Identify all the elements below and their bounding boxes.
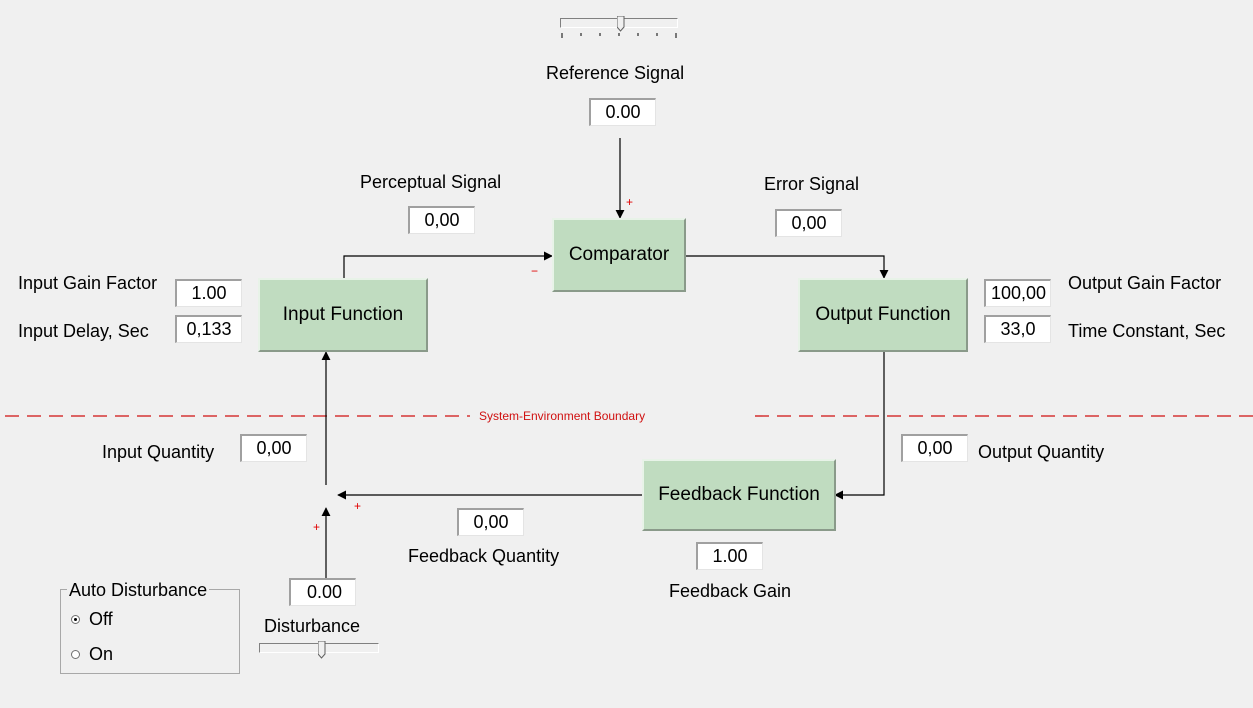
input-quantity-label: Input Quantity <box>102 442 215 462</box>
input-gain-label: Input Gain Factor <box>18 273 158 293</box>
feedback-gain-field[interactable]: 1.00 <box>696 542 763 570</box>
disturbance-field[interactable]: 0.00 <box>289 578 356 606</box>
input-quantity-field: 0,00 <box>240 434 307 462</box>
auto-disturbance-group: Auto Disturbance Off On <box>60 580 240 674</box>
boundary-label: System-Environment Boundary <box>479 409 646 423</box>
error-arrow <box>686 255 889 279</box>
disturbance-plus-sign: + <box>313 520 321 534</box>
radio-on-label: On <box>89 644 114 664</box>
input-function-block[interactable]: Input Function <box>258 278 428 352</box>
input-delay-field[interactable]: 0,133 <box>175 315 242 343</box>
reference-plus-sign: + <box>626 195 634 209</box>
radio-unselected-icon[interactable] <box>71 650 80 659</box>
perceptual-minus-sign: − <box>531 264 539 278</box>
time-constant-field[interactable]: 33,0 <box>984 315 1051 343</box>
output-gain-label: Output Gain Factor <box>1068 273 1222 293</box>
disturbance-slider[interactable] <box>259 641 379 661</box>
error-signal-label: Error Signal <box>764 174 860 194</box>
slider-ticks <box>561 33 677 38</box>
perceptual-signal-label: Perceptual Signal <box>360 172 502 192</box>
comparator-block[interactable]: Comparator <box>552 218 686 292</box>
time-constant-label: Time Constant, Sec <box>1068 321 1226 341</box>
perceptual-arrow <box>343 251 553 278</box>
input-delay-label: Input Delay, Sec <box>18 321 149 341</box>
input-gain-field[interactable]: 1.00 <box>175 279 242 307</box>
radio-selected-icon[interactable] <box>71 615 80 624</box>
feedback-quantity-label: Feedback Quantity <box>408 546 560 566</box>
feedback-gain-label: Feedback Gain <box>669 581 792 601</box>
output-arrow <box>834 352 885 500</box>
perceptual-signal-field: 0,00 <box>408 206 475 234</box>
reference-slider[interactable] <box>560 16 678 42</box>
feedback-quantity-field: 0,00 <box>457 508 524 536</box>
reference-signal-field[interactable]: 0.00 <box>589 98 656 126</box>
auto-disturbance-on-radio[interactable]: On <box>71 644 113 665</box>
output-gain-field[interactable]: 100,00 <box>984 279 1051 307</box>
feedback-plus-sign: + <box>354 499 362 513</box>
radio-off-label: Off <box>89 609 113 629</box>
output-quantity-field: 0,00 <box>901 434 968 462</box>
disturbance-label: Disturbance <box>264 616 361 636</box>
auto-disturbance-title: Auto Disturbance <box>67 580 210 600</box>
output-quantity-label: Output Quantity <box>978 442 1105 462</box>
auto-disturbance-off-radio[interactable]: Off <box>71 609 113 630</box>
slider-thumb[interactable] <box>318 641 326 659</box>
error-signal-field: 0,00 <box>775 209 842 237</box>
output-function-block[interactable]: Output Function <box>798 278 968 352</box>
feedback-function-block[interactable]: Feedback Function <box>642 459 836 531</box>
reference-signal-label: Reference Signal <box>546 63 685 83</box>
slider-thumb[interactable] <box>617 16 625 32</box>
